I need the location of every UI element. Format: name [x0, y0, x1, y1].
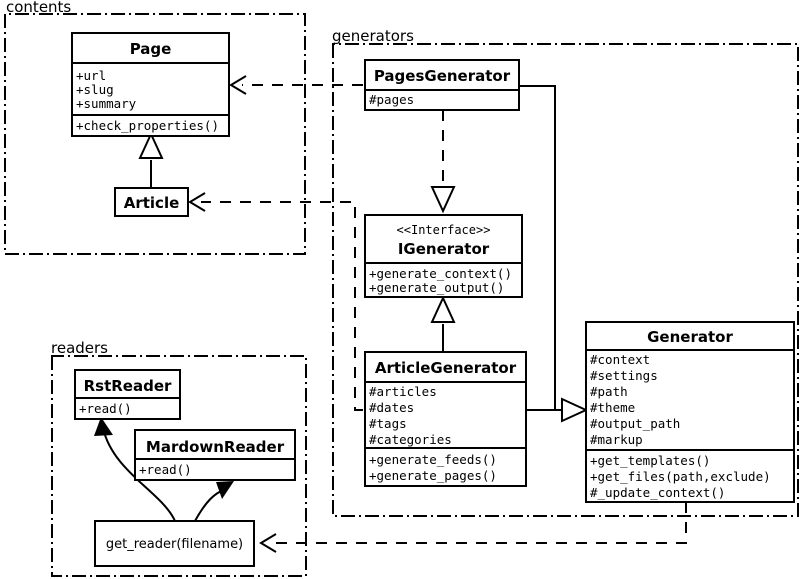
package-generators: generators	[332, 27, 799, 517]
class-mardown-reader-operation: +read()	[139, 462, 192, 477]
class-igenerator-box[interactable]	[364, 214, 523, 298]
class-article-generator-attribute: #tags	[369, 416, 407, 431]
relationship-pagesgenerator-realizes-igenerator	[430, 110, 456, 214]
class-article-generator-attribute: #dates	[369, 400, 414, 415]
function-get-reader-box[interactable]	[94, 520, 255, 567]
class-article-box[interactable]	[114, 187, 189, 217]
class-page-operation: +check_properties()	[76, 118, 219, 133]
class-article-generator-attribute: #categories	[369, 432, 452, 447]
class-mardown-reader[interactable]: MardownReader +read()	[134, 429, 296, 481]
class-article[interactable]: Article	[114, 187, 189, 217]
class-generator-title: Generator	[647, 328, 733, 346]
class-pages-generator-attribute: #pages	[369, 92, 414, 107]
package-contents-label: contents	[6, 0, 71, 16]
class-generator-attribute: #path	[590, 384, 628, 399]
class-pages-generator-title: PagesGenerator	[374, 67, 511, 85]
relationship-get-reader-returns-mardownreader	[194, 481, 234, 522]
class-rst-reader-operation: +read()	[79, 401, 132, 416]
package-generators-border	[332, 43, 799, 517]
class-page-box[interactable]	[71, 32, 230, 137]
generalization-arrowhead-igenerator-bottom	[430, 295, 456, 323]
package-readers: readers	[51, 339, 307, 577]
dependency-arrowhead-get-reader	[259, 533, 277, 553]
class-page-attribute: +slug	[76, 82, 114, 97]
class-article-generator-box[interactable]	[364, 351, 527, 487]
function-get-reader-label: get_reader(filename)	[106, 537, 243, 552]
class-generator-attribute: #output_path	[590, 416, 680, 431]
class-generator-box[interactable]	[585, 321, 795, 503]
class-rst-reader-box[interactable]	[74, 369, 181, 420]
class-pages-generator-box[interactable]	[364, 59, 520, 111]
relationship-generator-depends-get-reader	[259, 502, 687, 553]
class-generator-attribute: #markup	[590, 432, 643, 447]
class-page-attribute: +url	[76, 68, 106, 83]
class-igenerator-stereotype: <<Interface>>	[397, 223, 491, 237]
class-article-generator-attribute: #articles	[369, 384, 437, 399]
class-mardown-reader-title: MardownReader	[146, 438, 285, 456]
class-article-title: Article	[124, 194, 180, 212]
package-readers-border	[51, 355, 307, 577]
class-generator-operation: +get_templates()	[590, 453, 710, 468]
class-generator-attribute: #settings	[590, 368, 658, 383]
class-generator[interactable]: Generator #context #settings #path #them…	[585, 321, 795, 503]
class-igenerator-title: IGenerator	[398, 240, 490, 258]
class-igenerator[interactable]: <<Interface>> IGenerator +generate_conte…	[364, 214, 523, 298]
class-rst-reader-title: RstReader	[84, 377, 172, 395]
dependency-arrowhead-page	[229, 75, 247, 95]
class-page-title: Page	[130, 40, 172, 58]
association-arrowhead-mardownreader	[216, 481, 234, 499]
class-article-generator[interactable]: ArticleGenerator #articles #dates #tags …	[364, 351, 527, 487]
package-contents-border	[4, 13, 306, 255]
function-get-reader[interactable]: get_reader(filename)	[94, 520, 255, 567]
class-igenerator-operation: +generate_output()	[369, 280, 504, 295]
dependency-arrowhead-article	[188, 192, 206, 212]
class-article-generator-operation: +generate_pages()	[369, 468, 497, 483]
relationship-pagesgenerator-depends-page	[229, 75, 363, 95]
dependency-line-articlegenerator-article	[201, 201, 363, 411]
class-generator-operation: #_update_context()	[590, 485, 725, 500]
class-pages-generator[interactable]: PagesGenerator #pages	[364, 59, 520, 111]
generalization-arrowhead-page	[138, 131, 164, 159]
dependency-line-generator-get-reader	[272, 502, 687, 544]
association-curve-get-reader-mardownreader	[194, 489, 225, 522]
relationship-articlegenerator-inherits-generator	[526, 397, 589, 423]
realization-arrowhead-igenerator-top	[430, 186, 456, 214]
class-generator-operation: +get_files(path,exclude)	[590, 469, 771, 484]
relationship-article-inherits-page	[138, 131, 164, 188]
class-igenerator-operation: +generate_context()	[369, 266, 512, 281]
class-page-attribute: +summary	[76, 96, 137, 111]
class-generator-attribute: #theme	[590, 400, 635, 415]
package-readers-label: readers	[51, 339, 108, 357]
class-article-generator-title: ArticleGenerator	[375, 359, 517, 377]
class-rst-reader[interactable]: RstReader +read()	[74, 369, 181, 420]
class-article-generator-operation: +generate_feeds()	[369, 452, 497, 467]
relationship-articlegenerator-depends-article	[188, 192, 363, 411]
generalization-arrowhead-generator	[561, 397, 589, 423]
class-generator-attribute: #context	[590, 352, 650, 367]
class-mardown-reader-box[interactable]	[134, 429, 296, 481]
package-contents: contents	[4, 0, 306, 255]
association-arrowhead-rstreader	[94, 417, 113, 436]
relationship-articlegenerator-realizes-igenerator	[430, 295, 456, 352]
class-page[interactable]: Page +url +slug +summary +check_properti…	[71, 32, 230, 137]
package-generators-label: generators	[332, 27, 414, 45]
